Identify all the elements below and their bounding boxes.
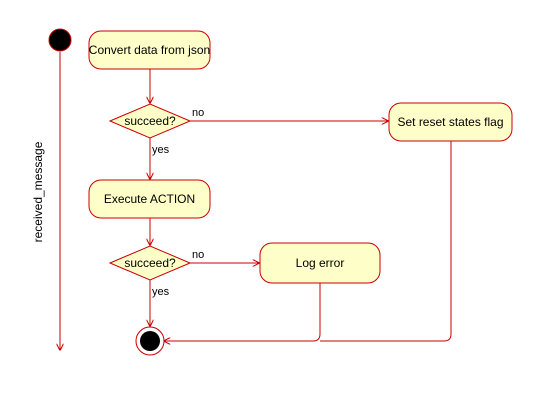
initial-node xyxy=(48,28,72,52)
edge-decision2-yes-label: yes xyxy=(152,286,170,298)
action-execute: Execute ACTION xyxy=(88,179,211,219)
edge-decision1-yes-label: yes xyxy=(152,144,170,156)
edge-decision2-no-label: no xyxy=(192,249,204,261)
action-log-error-label: Log error xyxy=(296,256,345,270)
edge-decision1-no-label: no xyxy=(192,107,204,119)
action-set-reset-states-flag: Set reset states flag xyxy=(388,102,513,142)
action-execute-label: Execute ACTION xyxy=(104,192,195,206)
action-log-error: Log error xyxy=(259,242,381,284)
swimlane-label: received_message xyxy=(31,141,45,242)
decision-1: succeed? xyxy=(108,103,192,139)
edge-log-error-to-final xyxy=(164,283,321,341)
final-node xyxy=(135,326,165,356)
action-set-reset-states-flag-label: Set reset states flag xyxy=(397,115,503,129)
decision-1-label: succeed? xyxy=(124,114,176,128)
action-convert-data-label: Convert data from json xyxy=(89,43,210,57)
decision-2-label: succeed? xyxy=(124,256,176,270)
edge-reset-to-final xyxy=(320,141,452,342)
decision-2: succeed? xyxy=(108,245,192,281)
action-convert-data: Convert data from json xyxy=(88,30,211,70)
